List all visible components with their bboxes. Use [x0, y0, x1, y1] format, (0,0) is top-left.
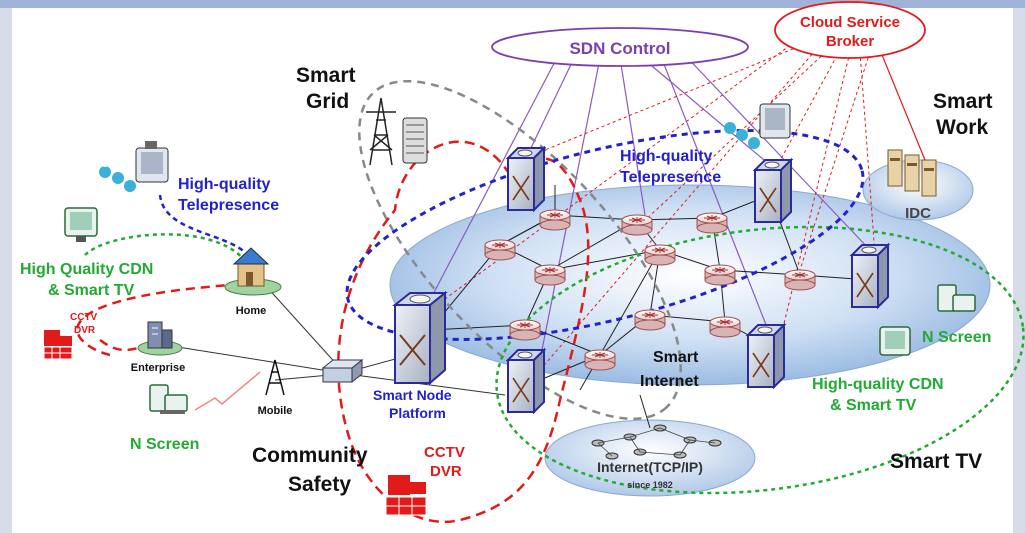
router-icon: [539, 209, 571, 231]
idc-label: IDC: [905, 205, 931, 222]
mobile-tower-icon: [265, 359, 285, 396]
switch-node-icon: [505, 145, 547, 213]
access-switch-icon: [321, 358, 364, 384]
header-bar: [0, 0, 1025, 8]
smart-grid-label-line2: Grid: [306, 90, 349, 113]
smart-tv-label: Smart TV: [890, 450, 982, 473]
router-icon: [634, 309, 666, 331]
community-safety-ring: [337, 140, 590, 524]
people-icon-right: [724, 122, 760, 149]
cctv-home-path: [76, 283, 231, 357]
cdn-left-line1: High Quality CDN: [20, 261, 153, 278]
router-icon: [509, 319, 541, 341]
broker-idc-link: [879, 49, 926, 161]
smart-grid-ring: [358, 79, 682, 421]
community-safety-line1: Community: [252, 444, 368, 467]
telepresence-left-line2: Telepresence: [178, 197, 279, 214]
smart-work-label-line2: Work: [936, 116, 988, 139]
sdn-control-node: [491, 27, 749, 67]
enterprise-label: Enterprise: [131, 362, 185, 374]
right-stripe: [1013, 8, 1025, 533]
router-nodes: [484, 209, 816, 371]
n-screen-device-icon-left: [149, 384, 188, 414]
router-icon: [709, 316, 741, 338]
router-icon: [534, 264, 566, 286]
router-icon: [621, 214, 653, 236]
left-stripe: [0, 8, 12, 533]
internet-tcpip-label: Internet(TCP/IP): [597, 459, 703, 475]
cctv-dvr-icon-large: [385, 475, 427, 516]
switch-node-icon: [745, 322, 787, 390]
router-icon: [484, 239, 516, 261]
switch-node-icon: [505, 347, 547, 415]
internet-since-label: since 1982: [627, 480, 673, 490]
smart-tv-ring: [495, 225, 1025, 495]
home-label: Home: [236, 305, 267, 317]
smart-node-label-line1: Smart Node: [373, 387, 452, 403]
telepresence-home-path: [158, 194, 257, 271]
telepresence-right-line2: Telepresence: [620, 169, 721, 186]
community-safety-line2: Safety: [288, 473, 351, 496]
broker-label-line1: Cloud Service: [800, 14, 900, 31]
tv-monitor-icon-left: [64, 207, 98, 242]
telepresence-left-line1: High-quality: [178, 176, 271, 193]
smart-node-label-line2: Platform: [389, 405, 446, 421]
mobile-label: Mobile: [258, 405, 293, 417]
smart-internet-line1: Smart: [653, 349, 699, 366]
power-tower-icon: [366, 97, 396, 166]
telepresence-ring: [345, 129, 865, 341]
broker-label-line2: Broker: [826, 33, 875, 50]
smart-internet-line2: Internet: [640, 373, 699, 390]
cctv-big-line2: DVR: [430, 463, 462, 480]
cctv-dvr-icon-small: [43, 330, 73, 360]
cctv-big-line1: CCTV: [424, 444, 465, 461]
access-links: [164, 284, 506, 396]
cloud-service-broker-node: [774, 1, 926, 59]
cctv-small-line2: DVR: [74, 325, 96, 336]
cdn-left-line2: & Smart TV: [48, 282, 135, 299]
n-screen-right-label: N Screen: [922, 329, 991, 346]
enterprise-icon: [137, 321, 183, 356]
sdn-control-label: SDN Control: [569, 39, 670, 58]
cdn-home-path: [84, 233, 252, 271]
router-icon: [704, 264, 736, 286]
tv-monitor-icon-right: [879, 326, 911, 356]
home-icon: [224, 247, 282, 296]
cdn-right-line1: High-quality CDN: [812, 376, 944, 393]
router-icon: [696, 212, 728, 234]
server-rack-icon: [887, 149, 937, 197]
n-screen-left-label: N Screen: [130, 436, 199, 453]
people-icon-left: [99, 161, 136, 192]
broker-links: [429, 37, 876, 371]
transformer-icon: [402, 117, 428, 164]
telepresence-right-line1: High-quality: [620, 148, 713, 165]
switch-node-icon: [849, 242, 891, 310]
smart-grid-label-line1: Smart: [296, 64, 356, 87]
router-icon: [784, 269, 816, 291]
telepresence-screen-icon-right: [759, 103, 791, 139]
n-screen-device-icon-right: [937, 284, 976, 312]
cdn-right-line2: & Smart TV: [830, 397, 917, 414]
smart-node-platform-icon: [392, 290, 448, 386]
smart-work-label-line1: Smart: [933, 90, 993, 113]
router-icon: [584, 349, 616, 371]
switch-node-icon: [752, 157, 794, 225]
cctv-small-line1: CCTV: [70, 312, 98, 323]
mobile-wireless-link: [194, 371, 261, 411]
telepresence-screen-icon-left: [135, 141, 169, 183]
switch-nodes: [505, 145, 891, 415]
sdn-control-links: [429, 49, 871, 361]
internet-links: [597, 427, 716, 457]
router-icon: [644, 244, 676, 266]
